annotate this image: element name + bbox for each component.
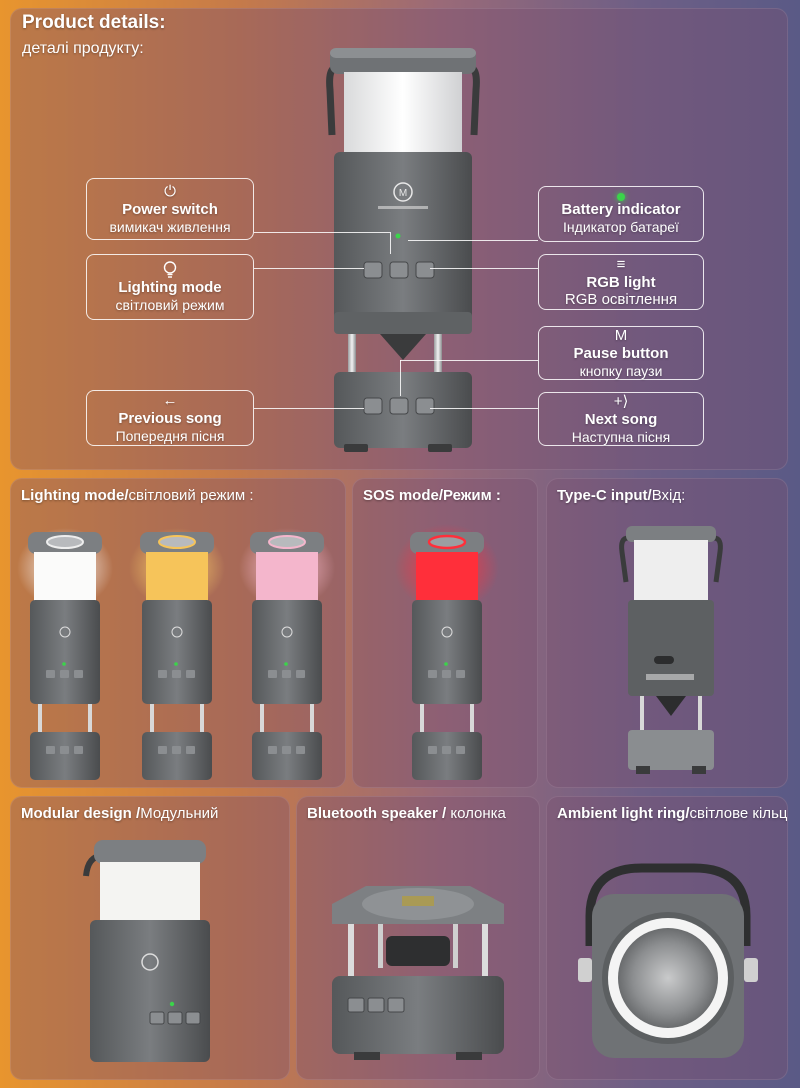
callout-battery-indicator: Battery indicator Індикатор батареї <box>538 186 704 242</box>
leader-power-v <box>390 232 391 254</box>
bluetooth-panel-title: Bluetooth speaker / <box>307 805 451 822</box>
callout-power-title: Power switch <box>122 201 218 219</box>
arrow-right-icon: +⟩ <box>613 393 629 411</box>
callout-power-subtitle: вимикач живлення <box>109 218 231 235</box>
callout-lighting-mode: Lighting mode світловий режим <box>86 254 254 320</box>
callout-rgb-subtitle: RGB освітлення <box>564 291 678 308</box>
callout-next-title: Next song <box>584 411 658 429</box>
modular-panel-title-sub: Модульний <box>140 805 219 822</box>
type-c-panel-title-sub: Вхід: <box>651 487 686 504</box>
hero-lantern-illustration: M <box>326 48 480 452</box>
m-icon: M <box>614 327 628 345</box>
modular-panel-title: Modular design / <box>21 805 141 822</box>
callout-previous-title: Previous song <box>118 410 222 428</box>
callout-pause-subtitle: кнопку паузи <box>579 362 663 379</box>
leader-pause <box>400 360 538 361</box>
leader-power <box>254 232 390 233</box>
bluetooth-panel-title-sub: колонка <box>450 805 506 822</box>
callout-battery-title: Battery indicator <box>561 201 681 219</box>
bluetooth-speaker-illustration <box>332 886 504 1060</box>
callout-pause-button: M Pause button кнопку паузи <box>538 326 704 380</box>
green-dot-icon <box>617 193 625 202</box>
leader-rgb <box>430 268 538 269</box>
arrow-left-icon: ← <box>162 392 178 410</box>
power-icon: ⏻ <box>164 183 176 201</box>
lighting-mode-panel-title: Lighting mode/ <box>21 487 129 504</box>
page-subtitle: деталі продукту: <box>22 40 144 57</box>
ambient-panel-title-sub: світлове кільце <box>689 805 788 822</box>
leader-previous <box>254 408 364 409</box>
leader-battery <box>408 240 538 241</box>
callout-next-song: +⟩ Next song Наступна пісня <box>538 392 704 446</box>
page-title: Product details: <box>22 12 166 33</box>
lighting-mode-panel-title-sub: світловий режим : <box>128 487 254 504</box>
callout-previous-subtitle: Попередня пісня <box>115 427 225 444</box>
callout-next-subtitle: Наступна пісня <box>571 428 671 445</box>
menu-lines-icon: ≡ <box>616 255 626 273</box>
callout-previous-song: ← Previous song Попередня пісня <box>86 390 254 446</box>
callout-rgb-light: ≡ RGB light RGB освітлення <box>538 254 704 310</box>
callout-lighting-title: Lighting mode <box>118 279 222 297</box>
type-c-panel-title: Type-C input/ <box>557 487 652 504</box>
callout-rgb-title: RGB light <box>586 273 656 291</box>
modular-lantern-illustration <box>83 840 210 1062</box>
ambient-panel-title: Ambient light ring/ <box>557 805 690 822</box>
leader-pause-v <box>400 360 401 396</box>
bulb-icon <box>163 261 177 279</box>
leader-lighting <box>254 268 364 269</box>
callout-lighting-subtitle: світловий режим <box>115 296 225 313</box>
type-c-lantern-illustration <box>619 526 723 774</box>
leader-next <box>430 408 538 409</box>
svg-text:M: M <box>399 188 407 199</box>
ambient-light-ring-illustration <box>578 863 758 1058</box>
lantern-row-illustration <box>17 524 499 780</box>
sos-mode-panel-title: SOS mode/Режим : <box>363 487 501 504</box>
callout-battery-subtitle: Індикатор батареї <box>563 218 679 235</box>
callout-pause-title: Pause button <box>573 345 669 363</box>
callout-power-switch: ⏻ Power switch вимикач живлення <box>86 178 254 240</box>
